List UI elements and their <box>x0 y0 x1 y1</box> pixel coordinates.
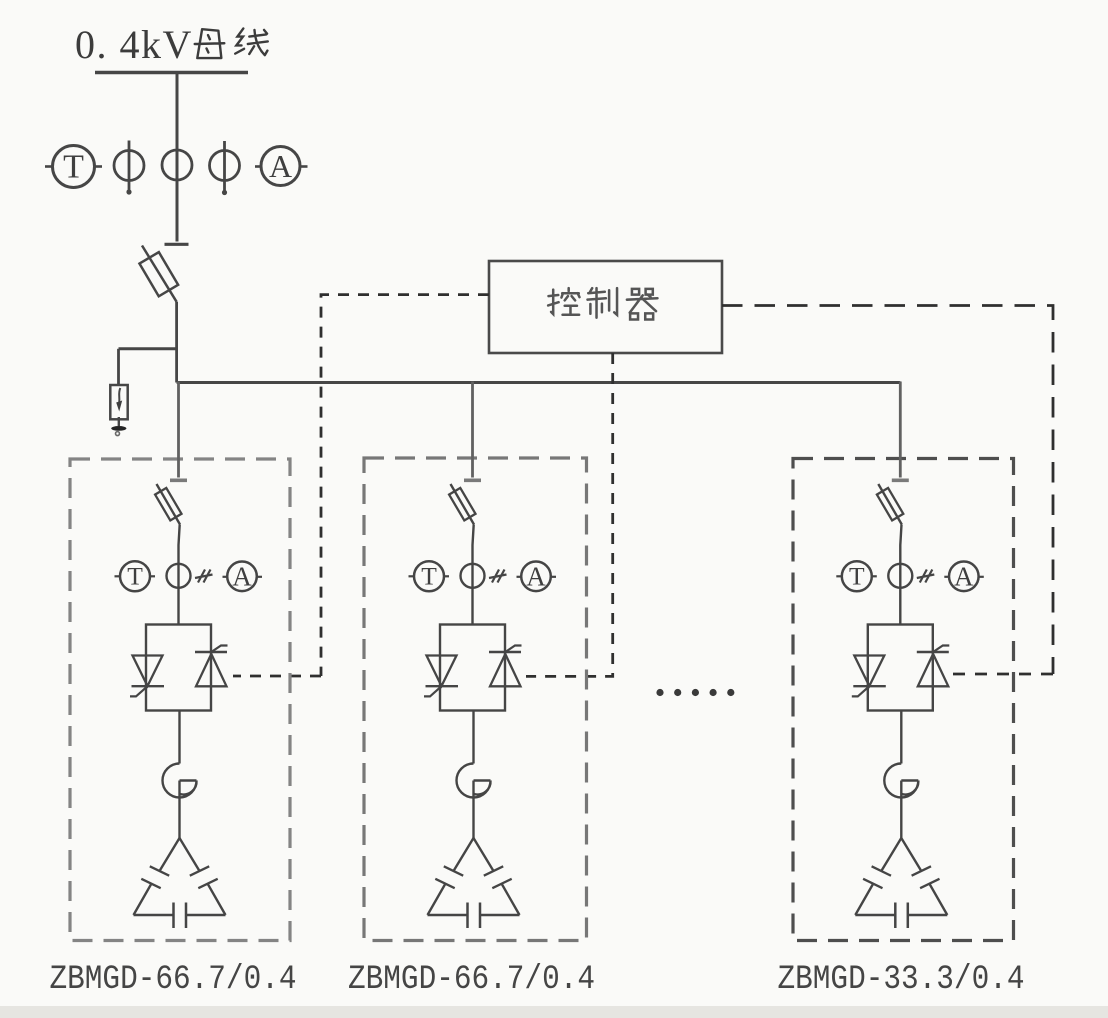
svg-text:ZBMGD-33.3/0.4: ZBMGD-33.3/0.4 <box>778 961 1025 999</box>
svg-text:A: A <box>269 148 292 184</box>
svg-text:ZBMGD-66.7/0.4: ZBMGD-66.7/0.4 <box>50 961 297 999</box>
svg-text:0. 4kV: 0. 4kV <box>75 22 193 67</box>
svg-text:ZBMGD-66.7/0.4: ZBMGD-66.7/0.4 <box>348 961 595 999</box>
svg-text:T: T <box>63 149 84 186</box>
